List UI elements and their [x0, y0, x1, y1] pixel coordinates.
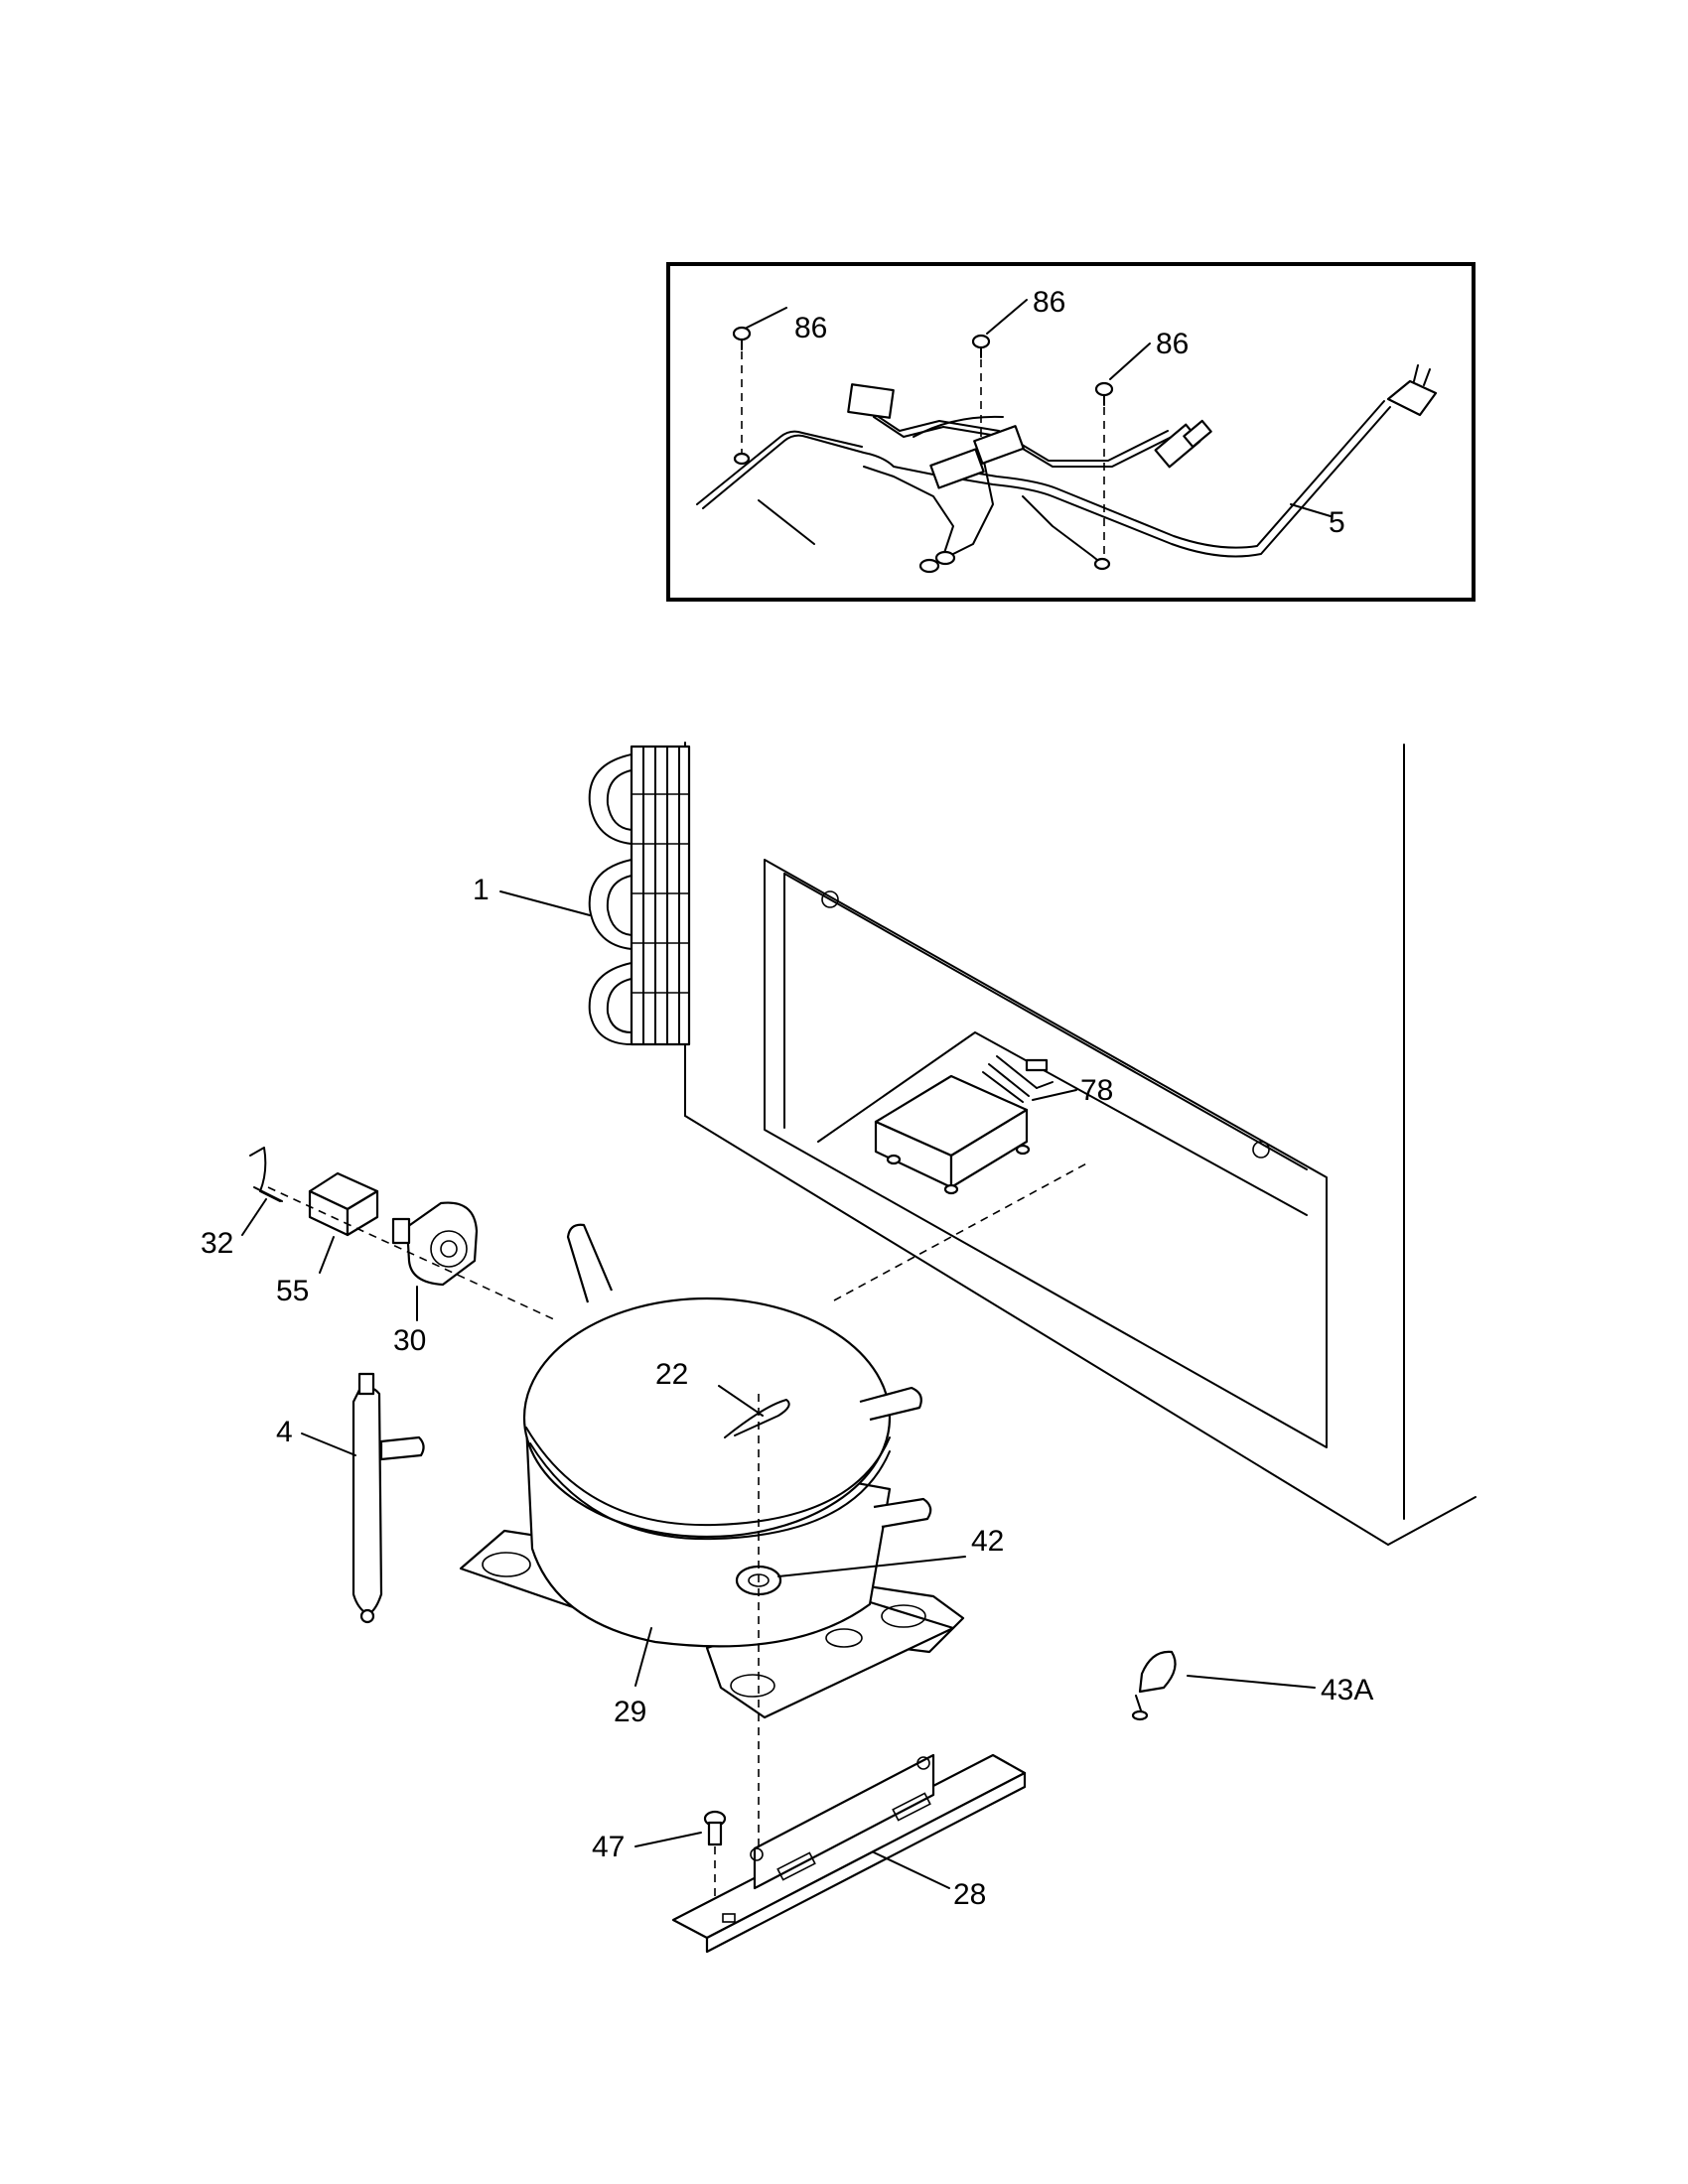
wiring-harness-inset: 86 86 86 5: [666, 262, 1476, 602]
label-22: 22: [655, 1358, 688, 1391]
label-30: 30: [393, 1324, 426, 1357]
label-86-middle: 86: [1033, 286, 1065, 319]
label-28: 28: [953, 1878, 986, 1911]
label-86-right: 86: [1156, 328, 1189, 360]
relay-55: [308, 1171, 379, 1237]
label-29: 29: [614, 1696, 646, 1728]
label-5: 5: [1329, 506, 1345, 539]
label-32: 32: [201, 1227, 233, 1260]
compressor-29: [459, 1223, 965, 1719]
label-42: 42: [971, 1525, 1004, 1558]
bracket-28: [671, 1753, 1027, 1954]
cabinet-back: [684, 742, 1477, 1546]
control-box-78: [874, 1055, 1054, 1195]
condenser-coil: [588, 745, 691, 1046]
label-47: 47: [592, 1831, 625, 1863]
label-1: 1: [473, 874, 490, 906]
clip-32: [249, 1147, 283, 1202]
screw-47: [703, 1810, 727, 1906]
label-4: 4: [276, 1416, 293, 1448]
screw-86-left: [732, 326, 752, 457]
label-78: 78: [1080, 1074, 1113, 1107]
wire-harness-5: [696, 364, 1438, 574]
clamp-43a: [1131, 1650, 1177, 1721]
label-86-left: 86: [794, 312, 827, 344]
overload-30: [391, 1201, 479, 1287]
label-55: 55: [276, 1275, 309, 1307]
label-43a: 43A: [1321, 1674, 1373, 1706]
drier-4: [352, 1372, 425, 1624]
screw-86-right: [1094, 381, 1114, 556]
